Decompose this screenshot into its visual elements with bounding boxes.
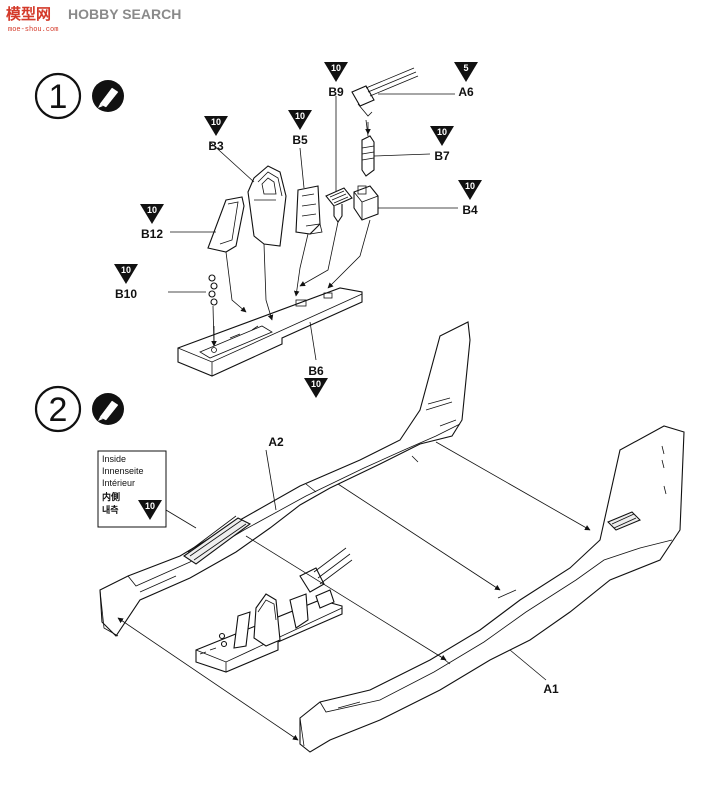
part-label-A6: A6 — [458, 85, 474, 99]
paint-inside: 10 — [145, 501, 155, 511]
part-B9-drawing — [325, 187, 353, 223]
label-B3: 10 B3 — [204, 116, 228, 153]
note-line-en: Inside — [102, 454, 126, 464]
part-label-B4: B4 — [462, 203, 478, 217]
paint-B3: 10 — [211, 117, 221, 127]
part-label-B9: B9 — [328, 85, 344, 99]
note-line-ja: 内側 — [102, 491, 120, 503]
label-B4: 10 B4 — [458, 180, 482, 217]
note-line-ko: 내측 — [102, 504, 119, 516]
part-label-B5: B5 — [292, 133, 308, 147]
paint-B6: 10 — [311, 379, 321, 389]
label-B6: B6 10 — [304, 364, 328, 398]
label-B7: 10 B7 — [430, 126, 454, 163]
part-B12-drawing — [207, 196, 245, 253]
note-line-de: Innenseite — [102, 466, 144, 476]
label-A6: 5 A6 — [454, 62, 478, 99]
part-label-B6: B6 — [308, 364, 324, 378]
step-2-header: 2 — [34, 385, 124, 433]
part-label-B10: B10 — [115, 287, 137, 301]
part-label-A1: A1 — [543, 682, 559, 696]
step-1-guides — [168, 93, 458, 361]
glue-tube-icon — [92, 80, 124, 112]
paint-B7: 10 — [437, 127, 447, 137]
part-A6-drawing — [351, 67, 419, 117]
watermark-url: moe-shou.com — [8, 26, 58, 34]
label-B5: 10 B5 — [288, 110, 312, 147]
part-B5-drawing — [295, 185, 323, 235]
part-B6-drawing — [177, 287, 363, 377]
paint-B12: 10 — [147, 205, 157, 215]
label-A2: A2 — [268, 435, 284, 449]
label-B9: 10 B9 — [324, 62, 348, 99]
label-A1: A1 — [543, 682, 559, 696]
cockpit-assembly-drawing — [195, 547, 353, 673]
step-1-circle — [34, 72, 82, 120]
label-B12: 10 B12 — [140, 204, 164, 241]
label-B10: 10 B10 — [114, 264, 138, 301]
part-label-B7: B7 — [434, 149, 450, 163]
watermark-brand: HOBBY SEARCH — [68, 6, 181, 22]
step-2-number: 2 — [49, 391, 68, 429]
part-B3-drawing — [247, 165, 287, 247]
step-2-circle — [34, 385, 82, 433]
note-line-fr: Intérieur — [102, 478, 135, 488]
paint-B4: 10 — [465, 181, 475, 191]
fuselage-A2-drawing — [99, 321, 471, 637]
part-B4-drawing — [353, 185, 379, 221]
step-1-header: 1 — [34, 72, 124, 120]
paint-B10: 10 — [121, 265, 131, 275]
paint-A6: 5 — [463, 63, 468, 73]
inside-note: Inside Innenseite Intérieur 内側 내측 10 — [97, 450, 197, 529]
part-label-B12: B12 — [141, 227, 163, 241]
watermark-glyphs: 模型网 — [6, 5, 51, 23]
step-1-number: 1 — [49, 78, 68, 116]
paint-B5: 10 — [295, 111, 305, 121]
glue-tube-icon — [92, 393, 124, 425]
part-label-A2: A2 — [268, 435, 284, 449]
part-label-B3: B3 — [208, 139, 224, 153]
paint-B9: 10 — [331, 63, 341, 73]
step-2-guides — [117, 441, 591, 741]
watermark: 模型网 HOBBY SEARCH moe-shou.com — [6, 5, 181, 34]
fuselage-A1-drawing — [299, 425, 685, 753]
